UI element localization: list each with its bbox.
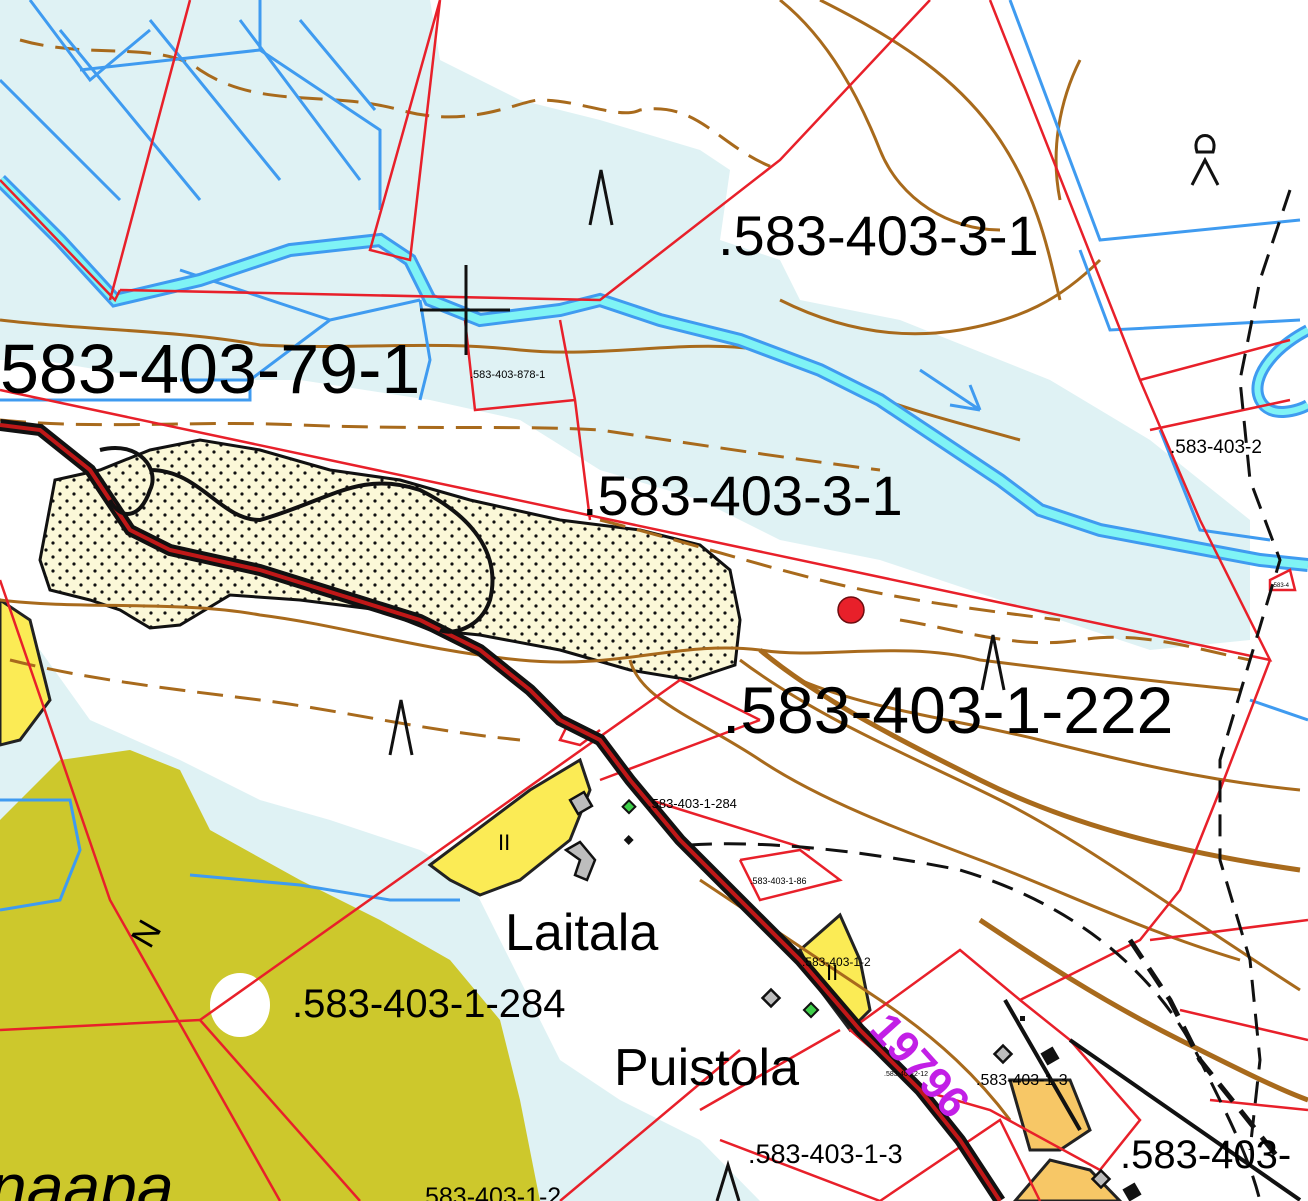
- track-east: [1003, 999, 1302, 1201]
- parcel-label-1-2-small: .583-403-1-2: [802, 955, 871, 969]
- parcel-label-2-12: .583-403-2-12: [884, 1071, 928, 1078]
- place-name-puistola: Puistola: [614, 1039, 799, 1097]
- parcel-label-878-1: .583-403-878-1: [470, 369, 545, 381]
- terrain-symbols: [388, 134, 1220, 1201]
- parcel-label-403-br: .583-403-: [1120, 1133, 1291, 1177]
- trails: [689, 189, 1292, 1201]
- boulder-symbol: [1190, 134, 1220, 186]
- field-east-bottom: [1013, 1158, 1123, 1201]
- rock-symbol-1: [588, 169, 614, 226]
- small-buildings-dark: [623, 835, 1142, 1201]
- meadow-clearing: [210, 973, 270, 1037]
- place-name-laitala: Laitala: [505, 904, 658, 962]
- river-fill: [0, 177, 1308, 569]
- water-features: [0, 0, 1308, 912]
- field-laitala: [427, 757, 592, 897]
- contour-lines: [0, 0, 1308, 1121]
- field-marker-laitala: II: [498, 830, 510, 855]
- parcel-label-tiny-right: .583-4: [1272, 583, 1290, 589]
- river-east-bend-fill: [1254, 327, 1308, 415]
- buildings: [563, 790, 1112, 1190]
- track-loop: [99, 446, 495, 634]
- map-labels: .583-403-3-1 583-403-79-1 .583-403-878-1…: [0, 204, 1291, 1201]
- rock-symbol-2: [388, 699, 414, 756]
- survey-cross: [420, 265, 510, 355]
- field-west: [0, 598, 52, 747]
- parcel-label-1-222: .583-403-1-222: [722, 673, 1173, 747]
- parcel-label-1-3-small: .583-403-1-3: [976, 1072, 1068, 1089]
- parcel-label-1-3-big: .583-403-1-3: [748, 1139, 903, 1169]
- parcel-label-79-1: 583-403-79-1: [0, 330, 420, 408]
- point-marker[interactable]: [837, 596, 865, 624]
- place-name-aapa: naapa: [0, 1150, 174, 1201]
- road-19796: [0, 423, 1002, 1201]
- parcel-label-2-right: .583-403-2: [1170, 437, 1262, 458]
- wetland-north: [0, 0, 1250, 650]
- green-buildings: [621, 798, 820, 1019]
- parcel-label-1-2-bottom: 583-403-1-2: [425, 1183, 561, 1201]
- rock-symbol-3: [980, 634, 1006, 691]
- field-marker-puistola: II: [826, 960, 838, 985]
- parcel-label-1-86: .583-403-1-86: [750, 876, 807, 886]
- rock-symbol-4: [715, 1159, 741, 1201]
- parcel-label-1-284-big: .583-403-1-284: [292, 982, 566, 1026]
- meadow-area: [0, 750, 540, 1201]
- parcel-label-3-1-mid: .583-403-3-1: [582, 464, 903, 527]
- parcel-label-1-284-small: .583-403-1-284: [648, 796, 737, 811]
- parcel-label-3-1-top: .583-403-3-1: [718, 204, 1039, 267]
